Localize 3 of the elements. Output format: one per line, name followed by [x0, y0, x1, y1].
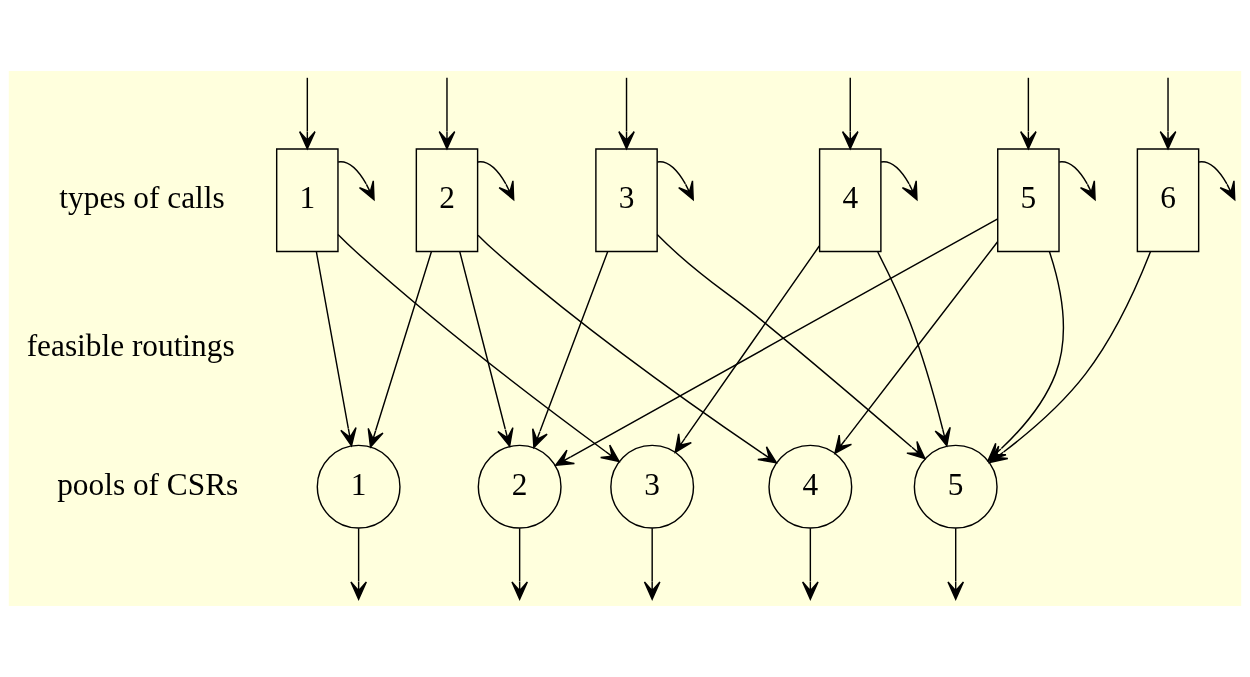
label: pools of CSRs — [57, 466, 239, 502]
label: feasible routings — [26, 328, 235, 364]
label: types of calls — [59, 180, 225, 216]
